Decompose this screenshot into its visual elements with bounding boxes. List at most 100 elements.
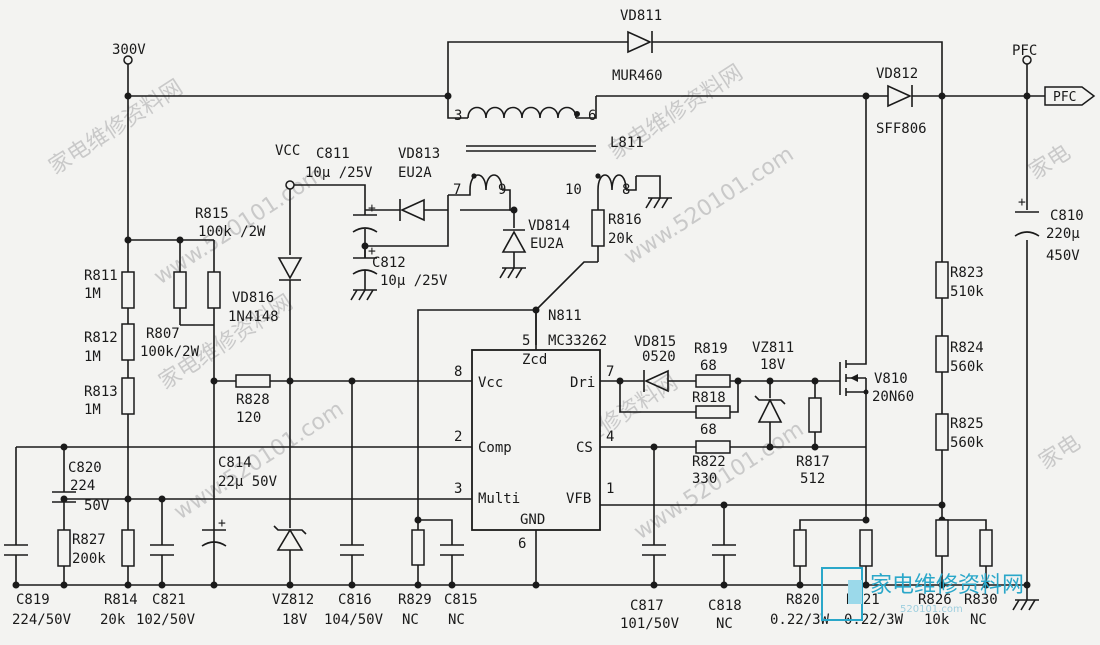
c821-value: 102/50V — [136, 612, 196, 628]
l811-pin7: 7 — [453, 182, 461, 198]
ic-pin-gnd-num: 6 — [518, 536, 526, 552]
r828-value: 120 — [236, 410, 261, 426]
ground-icon — [1012, 598, 1039, 611]
vd812-ref: VD812 — [876, 66, 918, 82]
resistor-r807 — [207, 271, 221, 309]
resistor-r820 — [793, 529, 807, 567]
vz812-ref: VZ812 — [272, 592, 314, 608]
l811-pin6: 6 — [588, 108, 596, 124]
c815-ref: C815 — [444, 592, 478, 608]
ic-pin-vcc-name: Vcc — [478, 375, 503, 391]
ic-n811: N811 MC33262 Zcd 5 Vcc 8 Dri 7 Comp 2 CS… — [454, 308, 614, 552]
resistor-r827 — [57, 529, 71, 567]
c820-voltage: 50V — [84, 498, 110, 514]
ground-icon — [350, 289, 377, 301]
r825-ref: R825 — [950, 416, 984, 432]
logo-url: 520101.com — [900, 604, 963, 615]
r822-ref: R822 — [692, 454, 726, 470]
c817-value: 101/50V — [620, 616, 680, 632]
r814-value: 20k — [100, 612, 126, 628]
diode-vd816: VD816 1N4148 — [228, 257, 303, 325]
r824-value: 560k — [950, 359, 984, 375]
c820-ref: C820 — [68, 460, 102, 476]
l811-pin8: 8 — [622, 182, 630, 198]
resistor-r824 — [935, 335, 949, 373]
r816-value: 20k — [608, 231, 634, 247]
ic-pin-comp-name: Comp — [478, 440, 512, 456]
r830-ref: R830 — [964, 592, 998, 608]
c820-value: 224 — [70, 478, 95, 494]
r822-value: 330 — [692, 471, 717, 487]
resistor-r830 — [979, 529, 993, 567]
pfc-output-arrow-icon — [1044, 86, 1096, 106]
rail-label-pfc: PFC — [1012, 43, 1037, 59]
r820-value: 0.22/3W — [770, 612, 830, 628]
r830-value: NC — [970, 612, 987, 628]
ic-pin-gnd-name: GND — [520, 512, 545, 528]
ic-ref: N811 — [548, 308, 582, 324]
watermark-text: 家电维修资料网 — [45, 75, 188, 180]
r815-ref: R815 — [195, 206, 229, 222]
diode-vd812: VD812 SFF806 — [876, 66, 927, 137]
c819-ref: C819 — [16, 592, 50, 608]
vd816-ref: VD816 — [232, 290, 274, 306]
ground-icon — [645, 197, 672, 209]
c817-ref: C817 — [630, 598, 664, 614]
rail-label-vcc: VCC — [275, 143, 300, 159]
svg-text:+: + — [1018, 195, 1026, 210]
r827-value: 200k — [72, 551, 106, 567]
resistors: R811 1M R812 1M R813 1M R814 20k R815 10… — [57, 206, 998, 628]
r823-value: 510k — [950, 284, 984, 300]
vd813-value: EU2A — [398, 165, 432, 181]
r818-ref: R818 — [692, 390, 726, 406]
r816-ref: R816 — [608, 212, 642, 228]
svg-text:+: + — [218, 516, 226, 531]
terminal-vcc: VCC — [275, 143, 300, 190]
l811-ref: L811 — [610, 135, 644, 151]
c821-ref: C821 — [152, 592, 186, 608]
r815-value: 100k /2W — [198, 224, 266, 240]
logo-text: 家电维修资料网 — [870, 573, 1024, 598]
resistor-r813 — [121, 377, 135, 415]
diode-vd813: VD813 EU2A — [398, 146, 440, 222]
ic-pin-dri-num: 7 — [606, 364, 614, 380]
zener-vz811: VZ811 18V — [752, 340, 794, 423]
resistor-r815 — [173, 271, 187, 309]
vz812-value: 18V — [282, 612, 308, 628]
c819-value: 224/50V — [12, 612, 72, 628]
ground-icon — [499, 267, 526, 279]
r812-value: 1M — [84, 349, 101, 365]
inductor-l811: 3 6 7 9 10 8 L811 — [447, 96, 644, 198]
resistor-r819 — [695, 374, 731, 388]
r807-ref: R807 — [146, 326, 180, 342]
junction-dots — [12, 92, 1031, 589]
c810-value: 220µ — [1046, 226, 1080, 242]
r826-ref: R826 — [918, 592, 952, 608]
c811-ref: C811 — [316, 146, 350, 162]
vd815-value: 0520 — [642, 349, 676, 365]
r807-value: 100k/2W — [140, 344, 200, 360]
ic-pin-cs-num: 4 — [606, 429, 614, 445]
diode-vd811: VD811 MUR460 — [612, 8, 663, 84]
r811-value: 1M — [84, 286, 101, 302]
r821-value: 0.22/3W — [844, 612, 904, 628]
r824-ref: R824 — [950, 340, 984, 356]
c814-value: 22µ 50V — [218, 474, 278, 490]
r819-value: 68 — [700, 358, 717, 374]
resistor-r812 — [121, 323, 135, 361]
r813-ref: R813 — [84, 384, 118, 400]
ic-pin-multi-name: Multi — [478, 491, 520, 507]
r814-ref: R814 — [104, 592, 138, 608]
r826-value: 10k — [924, 612, 950, 628]
r819-ref: R819 — [694, 341, 728, 357]
v810-value: 20N60 — [872, 389, 914, 405]
resistor-r826 — [935, 519, 949, 557]
l811-pin9: 9 — [498, 182, 506, 198]
r823-ref: R823 — [950, 265, 984, 281]
ic-pin-cs-name: CS — [576, 440, 593, 456]
c818-ref: C818 — [708, 598, 742, 614]
ic-pin-vfb-name: VFB — [566, 491, 591, 507]
svg-text:+: + — [368, 244, 376, 259]
resistor-r822 — [695, 440, 731, 454]
